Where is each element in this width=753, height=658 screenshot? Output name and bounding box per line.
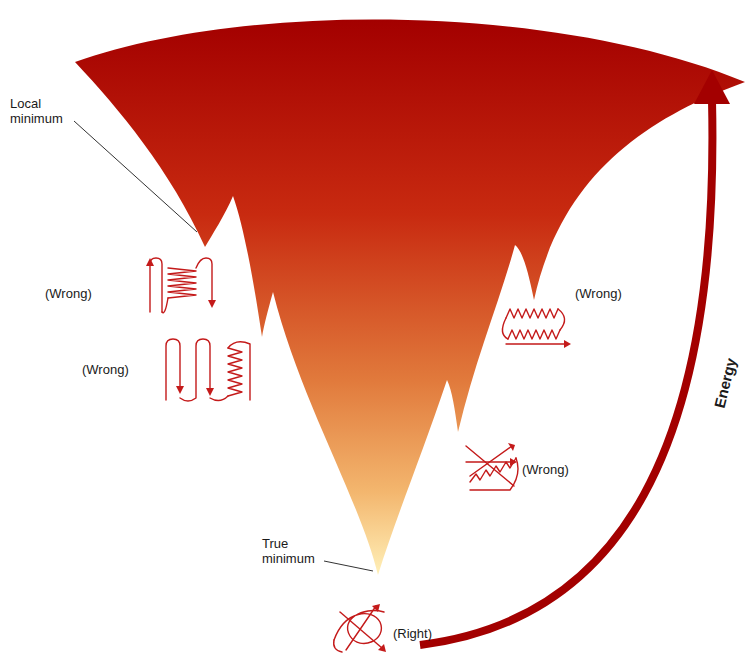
callout-label: Local minimum [10,96,80,126]
leader-line [324,561,373,571]
wrong-fold-molecule [146,258,216,313]
callout-label: True minimum [262,536,332,566]
state-label: (Wrong) [522,462,569,477]
wrong-fold-molecule [166,339,250,401]
leader-line [74,121,197,232]
wrong-fold-molecule [502,309,571,348]
state-label: (Wrong) [45,286,92,301]
wrong-fold-molecule [466,443,518,490]
energy-arrow [420,100,712,645]
state-label: (Wrong) [82,362,129,377]
energy-arrowhead [694,70,730,104]
state-label: (Wrong) [575,286,622,301]
right-fold-molecule [334,604,386,652]
state-label: (Right) [393,626,432,641]
axis-label: Energy [711,356,741,410]
